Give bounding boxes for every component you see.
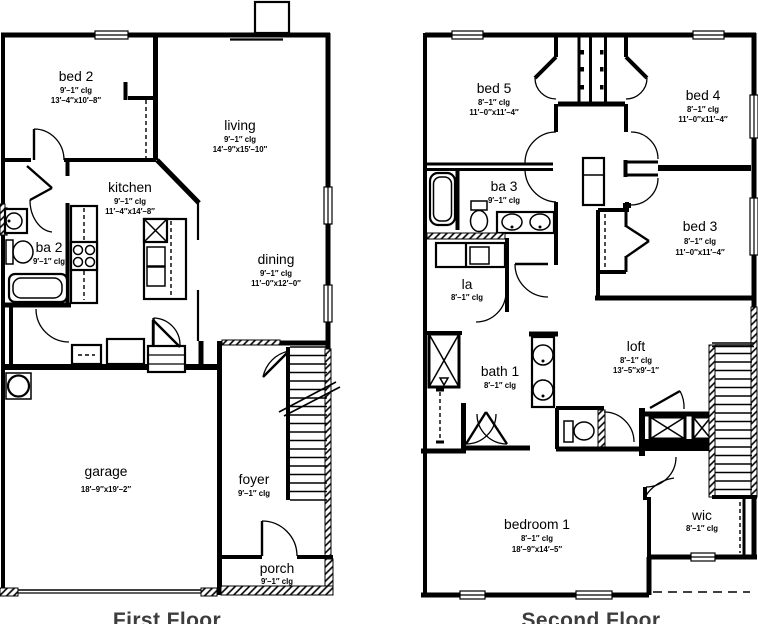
- svg-text:9′–1″ clg: 9′–1″ clg: [224, 135, 256, 144]
- svg-text:bed 3: bed 3: [683, 219, 718, 234]
- svg-text:11′–0″x11′–4″: 11′–0″x11′–4″: [678, 115, 728, 124]
- svg-text:8′–1″ clg: 8′–1″ clg: [684, 237, 716, 246]
- svg-text:13′–4″x10′–8″: 13′–4″x10′–8″: [51, 96, 101, 105]
- svg-text:11′–0″x11′–4″: 11′–0″x11′–4″: [675, 248, 725, 257]
- svg-text:18′–9″x19′–2″: 18′–9″x19′–2″: [81, 485, 131, 494]
- svg-text:8′–1″ clg: 8′–1″ clg: [620, 356, 652, 365]
- svg-text:la: la: [462, 277, 473, 292]
- svg-text:foyer: foyer: [239, 472, 270, 487]
- svg-text:garage: garage: [85, 464, 128, 479]
- svg-text:bedroom 1: bedroom 1: [504, 517, 570, 532]
- svg-text:13′–5″x9′–1″: 13′–5″x9′–1″: [613, 366, 659, 375]
- svg-text:9′–1″ clg: 9′–1″ clg: [261, 577, 293, 586]
- svg-text:9′–1″ clg: 9′–1″ clg: [60, 86, 92, 95]
- svg-text:loft: loft: [627, 339, 646, 354]
- svg-text:9′–1″ clg: 9′–1″ clg: [114, 197, 146, 206]
- svg-text:11′–4″x14′–8″: 11′–4″x14′–8″: [105, 207, 155, 216]
- svg-text:11′–0″x12′–0″: 11′–0″x12′–0″: [251, 279, 301, 288]
- svg-text:dining: dining: [258, 252, 295, 267]
- svg-text:8′–1″ clg: 8′–1″ clg: [451, 293, 483, 302]
- svg-text:18′–9″x14′–5″: 18′–9″x14′–5″: [512, 545, 562, 554]
- svg-text:8′–1″ clg: 8′–1″ clg: [478, 98, 510, 107]
- svg-text:Second Floor: Second Floor: [522, 609, 661, 624]
- svg-text:kitchen: kitchen: [108, 180, 152, 195]
- svg-text:wic: wic: [691, 508, 712, 523]
- svg-text:14′–9″x15′–10″: 14′–9″x15′–10″: [213, 145, 268, 154]
- svg-text:8′–1″ clg: 8′–1″ clg: [484, 381, 516, 390]
- svg-text:9′–1″ clg: 9′–1″ clg: [33, 257, 65, 266]
- svg-text:8′–1″ clg: 8′–1″ clg: [686, 524, 718, 533]
- svg-text:bath 1: bath 1: [481, 364, 519, 379]
- svg-text:living: living: [224, 118, 255, 133]
- svg-text:bed 4: bed 4: [686, 88, 721, 103]
- svg-text:ba 2: ba 2: [36, 240, 63, 255]
- svg-text:porch: porch: [260, 561, 295, 576]
- svg-text:11′–0″x11′–4″: 11′–0″x11′–4″: [469, 108, 519, 117]
- svg-text:9′–1″ clg: 9′–1″ clg: [488, 196, 520, 205]
- svg-text:9′–1″ clg: 9′–1″ clg: [238, 489, 270, 498]
- svg-text:9′–1″ clg: 9′–1″ clg: [260, 269, 292, 278]
- svg-text:8′–1″ clg: 8′–1″ clg: [687, 105, 719, 114]
- svg-text:First Floor: First Floor: [113, 609, 221, 624]
- svg-text:bed 2: bed 2: [59, 69, 94, 84]
- svg-text:bed 5: bed 5: [477, 81, 512, 96]
- svg-text:ba 3: ba 3: [491, 179, 518, 194]
- svg-text:8′–1″ clg: 8′–1″ clg: [521, 534, 553, 543]
